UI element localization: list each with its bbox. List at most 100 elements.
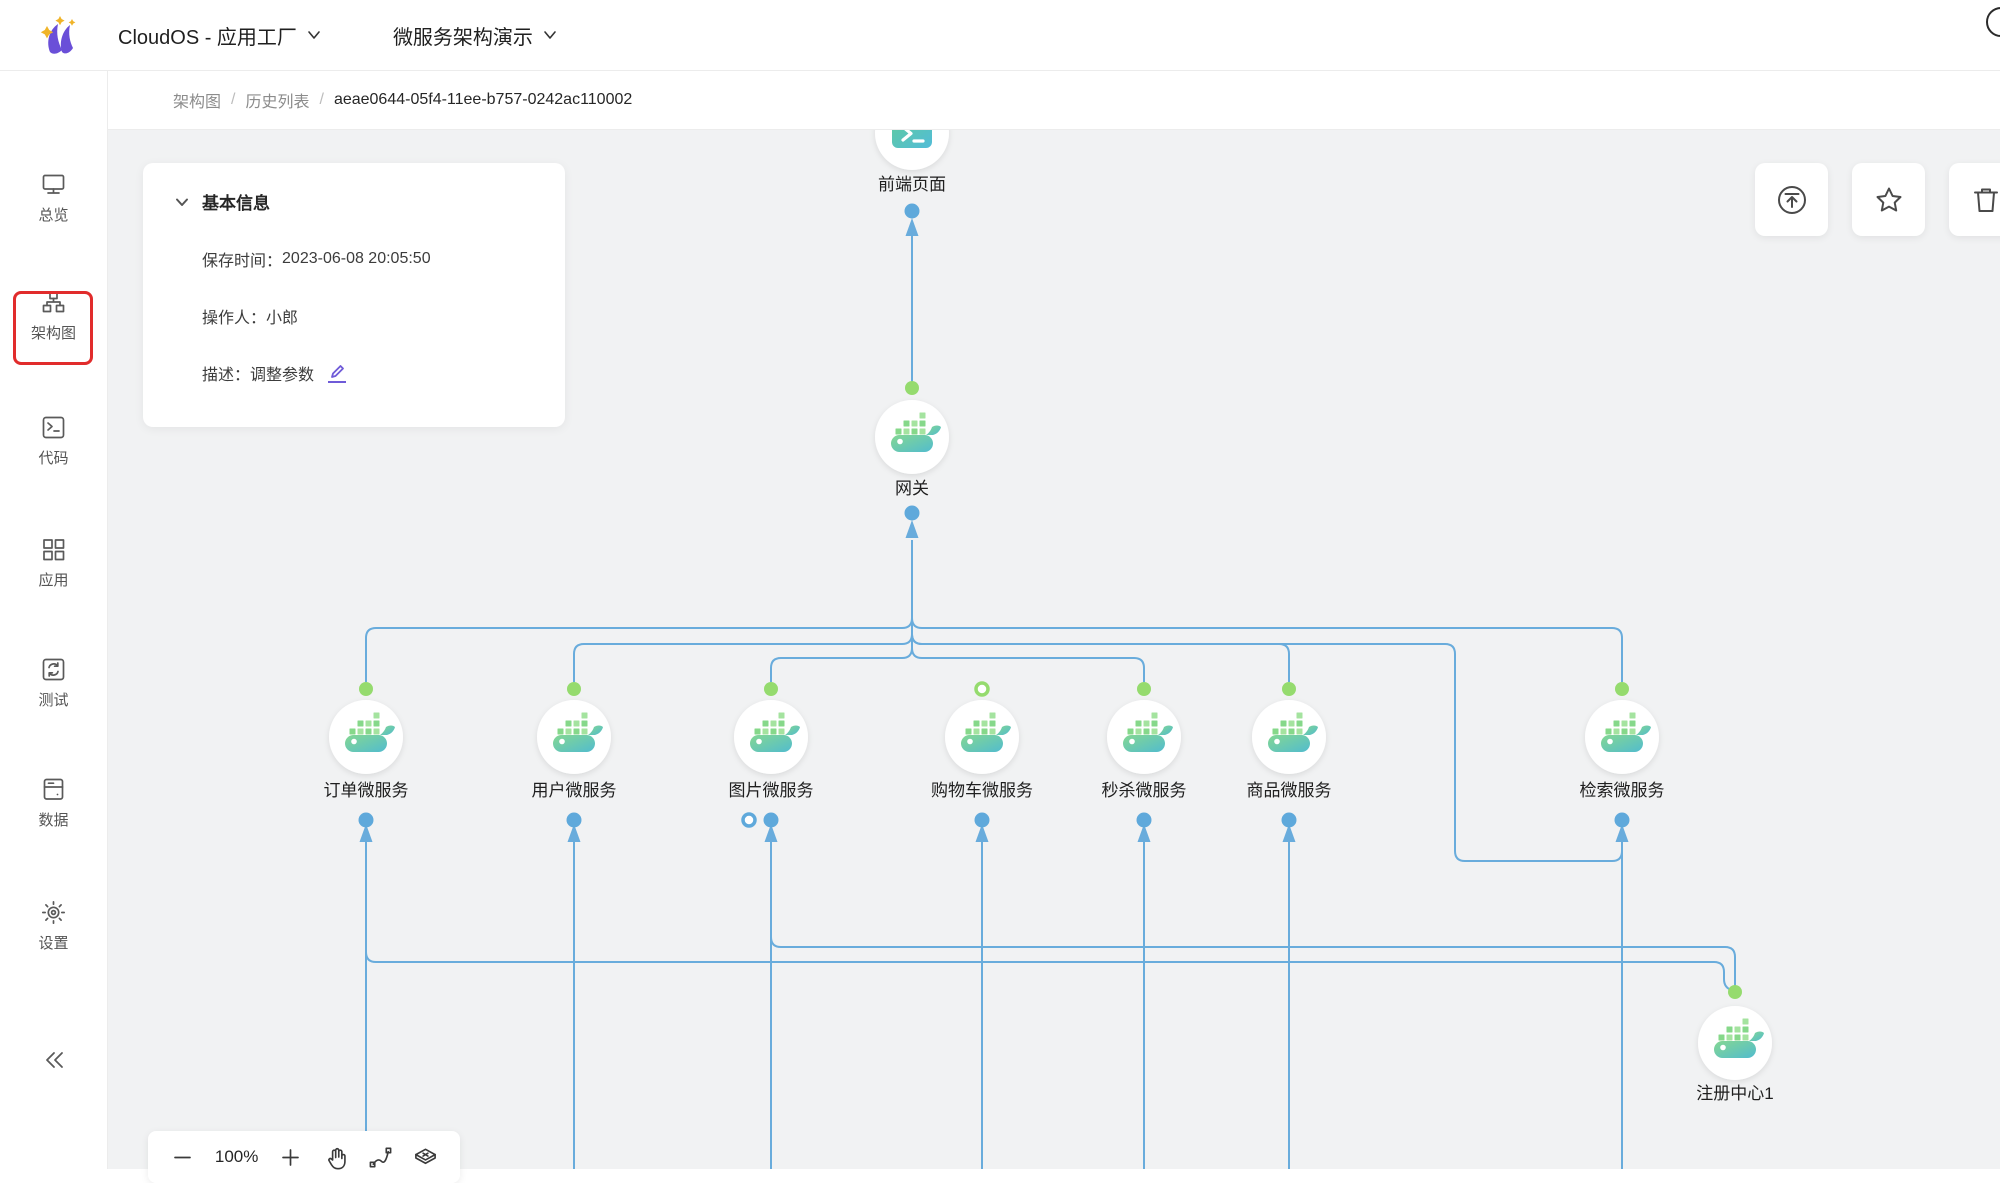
arrowhead-icon bbox=[906, 520, 919, 538]
monitor-icon bbox=[40, 171, 67, 198]
node-label: 订单微服务 bbox=[324, 781, 409, 800]
zoom-out-button[interactable] bbox=[170, 1145, 195, 1170]
node-order[interactable]: 订单微服务 bbox=[324, 700, 409, 800]
sync-icon bbox=[40, 656, 67, 683]
input-port[interactable] bbox=[905, 204, 920, 219]
node-label: 秒杀微服务 bbox=[1102, 781, 1187, 800]
edge[interactable] bbox=[912, 540, 1622, 861]
pan-tool-button[interactable] bbox=[323, 1145, 348, 1170]
database-icon bbox=[40, 776, 67, 803]
sidebar-item-code[interactable]: 代码 bbox=[0, 409, 107, 473]
output-port[interactable] bbox=[359, 682, 373, 696]
output-port[interactable] bbox=[567, 682, 581, 696]
breadcrumb-link[interactable]: 历史列表 bbox=[245, 88, 309, 112]
star-icon bbox=[1873, 184, 1905, 216]
publish-icon bbox=[1776, 184, 1808, 216]
input-port[interactable] bbox=[905, 506, 920, 521]
output-port[interactable] bbox=[905, 381, 919, 395]
sidebar: 总览架构图代码应用测试数据设置 bbox=[0, 71, 108, 1169]
input-port[interactable] bbox=[764, 813, 779, 828]
product-title: CloudOS - 应用工厂 bbox=[118, 21, 297, 50]
sidebar-item-label: 总览 bbox=[38, 204, 68, 225]
info-row-value: 调整参数 bbox=[250, 361, 314, 385]
layers-icon bbox=[413, 1145, 438, 1170]
chevron-down-icon bbox=[307, 28, 321, 42]
edge[interactable] bbox=[912, 540, 1144, 682]
sidebar-item-label: 设置 bbox=[38, 932, 68, 953]
edge[interactable] bbox=[912, 540, 1622, 682]
plus-icon bbox=[278, 1145, 303, 1170]
sidebar-item-settings[interactable]: 设置 bbox=[0, 894, 107, 958]
zoom-level: 100% bbox=[215, 1147, 258, 1167]
node-gateway[interactable]: 网关 bbox=[875, 400, 949, 498]
input-port[interactable] bbox=[1282, 813, 1297, 828]
sidebar-item-overview[interactable]: 总览 bbox=[0, 166, 107, 230]
output-port[interactable] bbox=[764, 682, 778, 696]
workspace-switcher[interactable]: 微服务架构演示 bbox=[393, 21, 557, 50]
breadcrumb-separator: / bbox=[231, 91, 235, 109]
node-label: 网关 bbox=[895, 479, 929, 498]
zoom-toolbar: 100% bbox=[148, 1131, 460, 1183]
sidebar-item-label: 数据 bbox=[38, 809, 68, 830]
sidebar-item-apps[interactable]: 应用 bbox=[0, 531, 107, 595]
input-port[interactable] bbox=[975, 813, 990, 828]
sidebar-item-label: 应用 bbox=[38, 569, 68, 590]
node-search[interactable]: 检索微服务 bbox=[1580, 700, 1665, 800]
output-port[interactable] bbox=[1137, 682, 1151, 696]
input-port[interactable] bbox=[1137, 813, 1152, 828]
node-cart[interactable]: 购物车微服务 bbox=[931, 700, 1033, 800]
avatar[interactable] bbox=[1986, 7, 2000, 37]
edge[interactable] bbox=[912, 540, 1289, 682]
edge-tool-button[interactable] bbox=[368, 1145, 393, 1170]
product-switcher[interactable]: CloudOS - 应用工厂 bbox=[118, 21, 321, 50]
breadcrumb: 架构图 / 历史列表 / aeae0644-05f4-11ee-b757-0242ac1… bbox=[173, 88, 632, 112]
breadcrumb-link[interactable]: 架构图 bbox=[173, 88, 221, 112]
info-row-value: 2023-06-08 20:05:50 bbox=[282, 250, 431, 268]
node-label: 检索微服务 bbox=[1580, 781, 1665, 800]
favorite-button[interactable] bbox=[1852, 163, 1925, 236]
node-label: 注册中心1 bbox=[1696, 1084, 1773, 1103]
collapse-chevron-icon[interactable] bbox=[175, 195, 189, 209]
pencil-icon bbox=[329, 363, 346, 380]
edge[interactable] bbox=[366, 540, 912, 682]
sidebar-collapse-button[interactable] bbox=[0, 1037, 107, 1083]
cloudos-logo-icon bbox=[36, 12, 82, 58]
node-product[interactable]: 商品微服务 bbox=[1247, 700, 1332, 800]
node-label: 购物车微服务 bbox=[931, 781, 1033, 800]
breadcrumb-separator: / bbox=[319, 91, 323, 109]
node-image[interactable]: 图片微服务 bbox=[729, 700, 814, 800]
sitemap-icon bbox=[40, 289, 67, 316]
hand-icon bbox=[323, 1145, 348, 1170]
edge[interactable] bbox=[574, 540, 912, 682]
delete-button[interactable] bbox=[1949, 163, 2000, 236]
zoom-in-button[interactable] bbox=[278, 1145, 303, 1170]
double-chevron-left-icon bbox=[42, 1048, 66, 1072]
node-ports bbox=[359, 204, 1743, 1000]
node-seckill[interactable]: 秒杀微服务 bbox=[1102, 700, 1187, 800]
input-port[interactable] bbox=[359, 813, 374, 828]
output-port[interactable] bbox=[1615, 682, 1629, 696]
output-port[interactable] bbox=[1728, 985, 1742, 999]
breadcrumb-current: aeae0644-05f4-11ee-b757-0242ac110002 bbox=[334, 91, 632, 109]
publish-button[interactable] bbox=[1755, 163, 1828, 236]
info-row: 描述：调整参数 bbox=[202, 361, 565, 385]
info-card-title: 基本信息 bbox=[202, 189, 270, 214]
edit-description-button[interactable] bbox=[328, 363, 346, 383]
sidebar-item-test[interactable]: 测试 bbox=[0, 651, 107, 715]
info-row: 操作人：小郎 bbox=[202, 304, 565, 328]
sidebar-item-data[interactable]: 数据 bbox=[0, 771, 107, 835]
node-label: 图片微服务 bbox=[729, 781, 814, 800]
info-row: 保存时间：2023-06-08 20:05:50 bbox=[202, 247, 565, 271]
output-port-empty[interactable] bbox=[976, 683, 988, 695]
input-port-empty[interactable] bbox=[743, 814, 755, 826]
input-port[interactable] bbox=[567, 813, 582, 828]
node-registry[interactable]: 注册中心1 bbox=[1696, 1006, 1773, 1103]
node-user[interactable]: 用户微服务 bbox=[532, 700, 617, 800]
output-port[interactable] bbox=[1282, 682, 1296, 696]
edge[interactable] bbox=[771, 540, 912, 682]
sidebar-item-architecture[interactable]: 架构图 bbox=[0, 284, 107, 348]
app-header: CloudOS - 应用工厂 微服务架构演示 bbox=[0, 0, 2000, 71]
layers-tool-button[interactable] bbox=[413, 1145, 438, 1170]
edge[interactable] bbox=[366, 952, 1732, 990]
input-port[interactable] bbox=[1615, 813, 1630, 828]
